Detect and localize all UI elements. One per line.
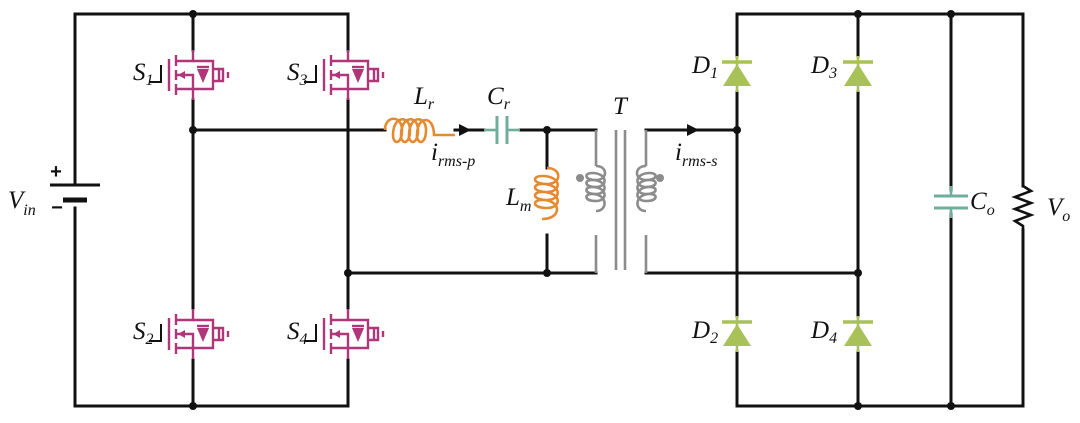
output-capacitor-icon [934,186,968,218]
transformer-label: T [613,93,629,120]
dc-source-icon: + − [50,161,100,219]
mosfet-s2-icon [147,307,230,361]
cr-label: Cr [487,83,511,113]
switch-s2-label: S2 [133,318,154,348]
switch-s3-label: S3 [287,59,308,89]
lm-label: Lm [505,184,531,215]
resonant-inductor-icon [383,117,455,144]
output-capacitor-label: Co [970,188,995,219]
switch-s4-label: S4 [287,318,308,348]
diode-d2-label: D2 [691,317,718,347]
diode-d3-icon [841,54,875,94]
switch-s1-label: S1 [133,59,154,89]
lr-label: Lr [413,83,435,113]
diode-d1-icon [720,54,754,94]
primary-current-label: irms-p [431,139,475,170]
diode-d2-icon [720,314,754,354]
secondary-polarity-dot [656,174,664,182]
output-voltage-label: Vo [1047,194,1070,225]
junction-nodes [189,10,955,410]
magnetizing-inductor-icon [533,166,560,221]
transformer-icon [585,130,657,273]
mosfet-s3-icon [302,48,385,102]
mosfet-s1-icon [147,48,230,102]
diode-d1-label: D1 [691,52,718,82]
secondary-current-label: irms-s [675,139,718,170]
diode-d4-label: D4 [810,317,837,347]
secondary-current-arrow-icon [687,124,699,136]
load-resistor-icon [1011,184,1035,230]
source-minus-sign: − [51,197,63,219]
diode-d3-label: D3 [810,52,837,82]
resonant-capacitor-icon [484,116,520,144]
wires [73,12,1025,408]
primary-current-arrow-icon [459,124,471,136]
diode-d4-icon [841,314,875,354]
primary-polarity-dot [576,174,584,182]
mosfet-s4-icon [302,307,385,361]
source-label: Vin [8,187,36,219]
source-plus-sign: + [50,161,62,183]
